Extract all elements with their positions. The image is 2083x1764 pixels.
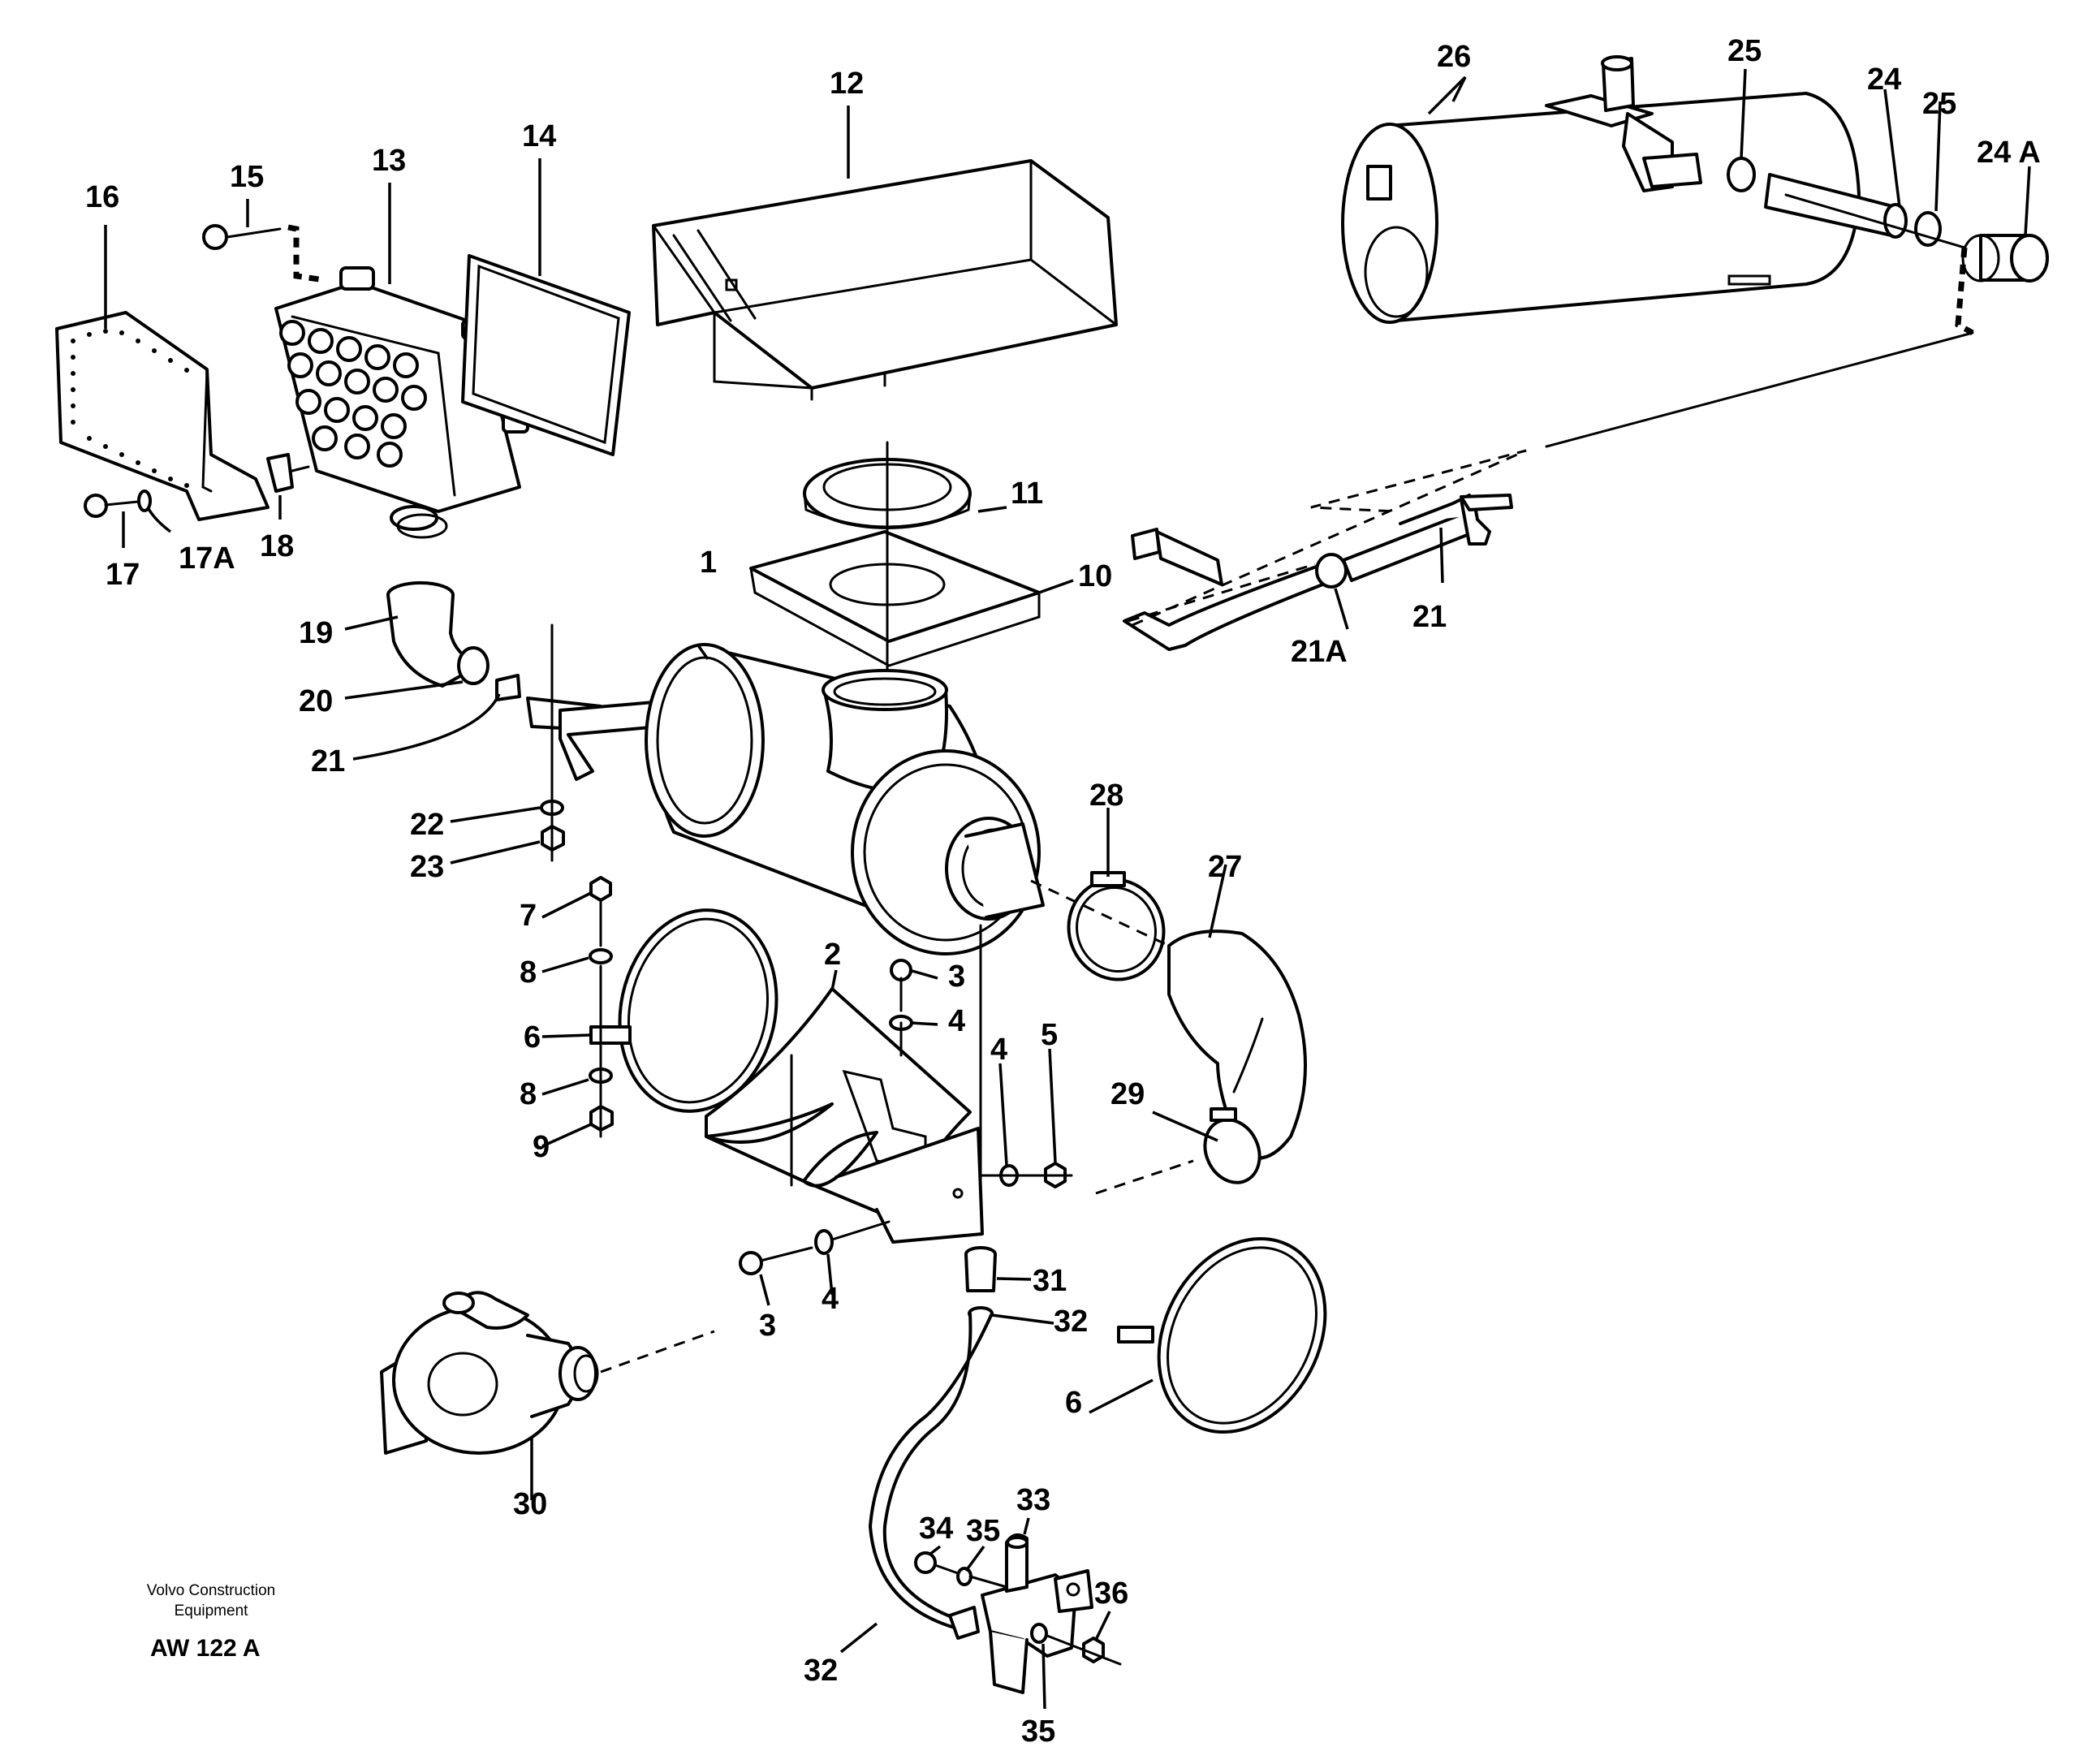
label-part-19: 19	[299, 616, 333, 650]
label-part-6-lower: 6	[1065, 1386, 1082, 1420]
company-name-line2: Equipment	[175, 1602, 249, 1620]
label-part-10: 10	[1078, 559, 1112, 593]
label-part-33: 33	[1016, 1483, 1050, 1517]
label-part-17a: 17A	[179, 541, 235, 576]
clamp-part-25-first	[1727, 157, 1756, 192]
label-part-3-upper: 3	[948, 960, 965, 994]
label-part-5: 5	[1041, 1018, 1058, 1052]
label-part-32-upper: 32	[1054, 1305, 1088, 1339]
washer-part-4-lower	[814, 1229, 834, 1255]
fitting-part-31	[964, 1246, 997, 1292]
bolt-part-7	[589, 876, 612, 947]
footer-block: Volvo Construction Equipment AW 122 A	[147, 1582, 275, 1662]
clip-part-18	[266, 453, 310, 493]
cover-hood-part-12	[652, 159, 1118, 401]
label-part-16: 16	[85, 180, 119, 214]
label-part-17: 17	[106, 558, 140, 592]
label-part-4-right: 4	[990, 1033, 1007, 1067]
label-part-27: 27	[1208, 850, 1242, 884]
turbocharger-part-30	[380, 1291, 599, 1455]
clamp-part-20	[457, 646, 489, 685]
cap-part-24a	[1961, 234, 2049, 282]
clamp-part-25-second	[1914, 211, 1942, 247]
label-part-9: 9	[533, 1130, 550, 1164]
washer-part-17a	[137, 490, 152, 512]
clamp-band-part-6-lower	[1117, 1236, 1327, 1434]
drawing-reference: AW 122 A	[150, 1635, 261, 1662]
label-part-29: 29	[1111, 1077, 1145, 1111]
sensor-part-33	[981, 1533, 1093, 1694]
label-part-21a: 21A	[1291, 635, 1348, 669]
label-part-24a: 24 A	[1977, 136, 2041, 170]
hose-part-32-upper	[869, 1306, 994, 1640]
label-part-25-second: 25	[1922, 87, 1956, 121]
label-part-6-upper: 6	[524, 1020, 541, 1055]
label-part-35-bottom: 35	[1021, 1714, 1055, 1749]
label-part-12: 12	[830, 67, 864, 101]
label-part-25-first: 25	[1727, 34, 1762, 68]
label-part-35-top: 35	[966, 1514, 1000, 1548]
screw-part-15	[202, 224, 326, 283]
fitting-part-21a	[1315, 553, 1348, 589]
leader-lines	[104, 68, 2031, 1710]
label-part-4-upper: 4	[948, 1004, 965, 1038]
label-part-28: 28	[1089, 778, 1123, 813]
label-part-3-lower: 3	[759, 1309, 776, 1343]
clamp-part-28	[1067, 871, 1166, 981]
label-part-23: 23	[410, 850, 444, 884]
label-part-22: 22	[410, 808, 444, 842]
label-part-2: 2	[824, 938, 841, 972]
saddle-bracket-part-2	[705, 987, 984, 1244]
part-number-labels: 1 2 3 3 4 4 4 5 6 6 7 8 8 9 10 11 12 13 …	[85, 34, 2041, 1749]
screw-part-17	[84, 494, 140, 518]
elbow-part-19	[386, 513, 481, 688]
mounting-plate-part-10	[749, 530, 1041, 667]
washer-part-35-bottom	[1030, 1623, 1048, 1644]
label-part-36: 36	[1094, 1576, 1128, 1611]
label-part-21-right: 21	[1412, 600, 1447, 634]
label-part-8-top: 8	[520, 955, 537, 990]
label-part-31: 31	[1033, 1264, 1067, 1298]
screw-part-34	[914, 1551, 960, 1575]
hose-part-27	[1167, 929, 1307, 1160]
label-part-7: 7	[520, 899, 537, 933]
company-name-line1: Volvo Construction	[147, 1582, 275, 1599]
pipe-part-21-right	[1123, 494, 1513, 651]
bolt-part-3-upper	[890, 959, 912, 1012]
bracket-part-16	[55, 311, 270, 521]
label-part-34: 34	[919, 1512, 953, 1546]
label-part-11: 11	[1011, 477, 1043, 511]
label-part-26: 26	[1437, 40, 1471, 74]
label-part-18: 18	[260, 529, 294, 563]
label-part-30: 30	[513, 1487, 547, 1521]
label-part-24: 24	[1867, 63, 1901, 97]
washer-part-8-top	[589, 948, 613, 964]
label-part-32-lower: 32	[804, 1654, 838, 1688]
label-part-1: 1	[700, 546, 717, 580]
label-part-4-lower: 4	[822, 1282, 839, 1316]
label-part-8-bottom: 8	[520, 1077, 537, 1111]
clamp-part-29	[1203, 1107, 1261, 1184]
label-part-21-left: 21	[311, 744, 345, 778]
label-part-13: 13	[372, 144, 406, 178]
air-filter-housing-part-1	[645, 643, 1045, 955]
bolt-part-3-lower	[739, 1246, 813, 1275]
label-part-15: 15	[230, 160, 264, 194]
label-part-20: 20	[299, 684, 333, 718]
clamp-band-part-6-upper	[589, 908, 778, 1113]
label-part-14: 14	[522, 119, 556, 153]
gasket-part-14	[461, 254, 631, 456]
